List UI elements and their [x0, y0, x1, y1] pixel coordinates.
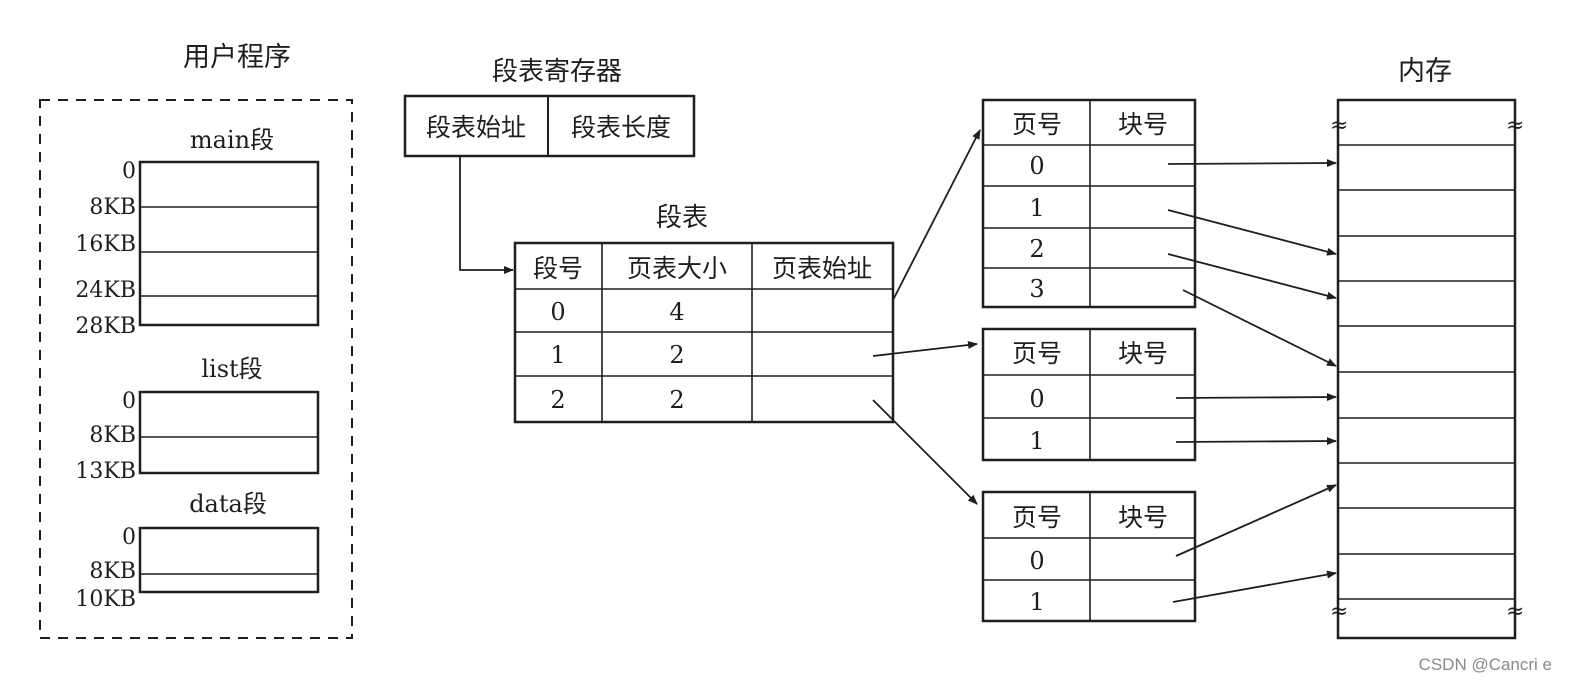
segment-table-header-seg: 段号	[533, 254, 583, 283]
page-table-header-block: 块号	[1118, 339, 1168, 368]
data-segment-name: data段	[189, 490, 267, 518]
segment-table-register-title: 段表寄存器	[492, 57, 622, 87]
data-segment-box	[138, 526, 320, 594]
segment-table-register-box	[403, 94, 696, 158]
segment-table-cell: 2	[550, 386, 565, 414]
segment-table-header-size: 页表大小	[627, 254, 727, 283]
segment-2-page-table-arrow	[872, 399, 978, 505]
memory-break-symbol: ≈	[1330, 599, 1348, 624]
memory-title: 内存	[1398, 56, 1452, 87]
main-offset-label: 0	[122, 159, 136, 184]
memory-break-symbol: ≈	[1506, 113, 1524, 138]
page-to-frame-arrow	[1167, 159, 1337, 168]
segment-table-cell: 1	[550, 341, 565, 369]
list-offset-label: 13KB	[75, 459, 136, 484]
page-to-frame-arrow	[1182, 289, 1337, 367]
page-to-frame-arrow	[1167, 209, 1337, 256]
main-offset-label: 28KB	[75, 314, 136, 339]
page-number: 0	[1029, 547, 1044, 575]
user-program-dashed-border	[39, 99, 353, 639]
main-segment-box	[138, 160, 320, 327]
segment-table-cell: 2	[669, 386, 684, 414]
page-number: 2	[1029, 235, 1044, 263]
page-table-header-block: 块号	[1118, 503, 1168, 532]
page-number: 3	[1029, 275, 1044, 303]
segment-table-title: 段表	[656, 203, 708, 233]
page-table-1-box	[981, 98, 1197, 309]
list-segment-name: list段	[201, 355, 262, 383]
page-to-frame-arrow	[1175, 393, 1337, 402]
page-to-frame-arrow	[1167, 253, 1337, 300]
data-offset-label: 0	[122, 525, 136, 550]
page-number: 1	[1029, 194, 1044, 222]
page-number: 1	[1029, 588, 1044, 616]
page-number: 0	[1029, 385, 1044, 413]
main-offset-label: 16KB	[75, 232, 136, 257]
page-table-header-page: 页号	[1012, 503, 1062, 532]
memory-panel: 内存 ≈ ≈ ≈ ≈	[1330, 56, 1524, 640]
segment-table-header-base: 页表始址	[772, 254, 872, 283]
memory-box	[1336, 98, 1517, 640]
memory-frame-lines	[1338, 144, 1515, 600]
memory-break-symbol: ≈	[1330, 113, 1348, 138]
list-offset-label: 0	[122, 389, 136, 414]
segment-table-cell: 4	[669, 298, 684, 326]
page-table-1: 页号 块号 0 1 2 3	[981, 98, 1197, 309]
main-offset-label: 24KB	[75, 278, 136, 303]
page-number: 0	[1029, 152, 1044, 180]
user-program-panel: 用户程序 main段 0 8KB 16KB 24KB 28KB list段 0 …	[39, 42, 353, 639]
list-segment: list段 0 8KB 13KB	[75, 355, 320, 484]
data-offset-label: 8KB	[89, 559, 136, 584]
memory-break-symbol: ≈	[1506, 599, 1524, 624]
register-field-base: 段表始址	[426, 113, 526, 142]
page-table-header-block: 块号	[1118, 110, 1168, 139]
page-table-2-box	[981, 327, 1197, 462]
data-offset-label: 10KB	[75, 587, 136, 612]
data-segment: data段 0 8KB 10KB	[75, 490, 320, 612]
page-table-3-box	[981, 490, 1197, 623]
register-to-segment-table-arrow	[459, 156, 514, 274]
user-program-title: 用户程序	[183, 42, 291, 73]
list-offset-label: 8KB	[89, 423, 136, 448]
page-table-2: 页号 块号 0 1	[981, 327, 1197, 462]
main-offset-label: 8KB	[89, 195, 136, 220]
segment-table: 段表 段号 页表大小 页表始址 0 4 1 2 2 2	[513, 203, 895, 424]
page-to-frame-arrow	[1175, 484, 1337, 557]
list-segment-box	[138, 390, 320, 475]
page-table-header-page: 页号	[1012, 110, 1062, 139]
page-table-3: 页号 块号 0 1	[981, 490, 1197, 623]
register-field-length: 段表长度	[571, 113, 671, 142]
main-segment-name: main段	[190, 126, 274, 154]
segment-table-register: 段表寄存器 段表始址 段表长度	[403, 57, 696, 158]
page-to-frame-arrow	[1172, 570, 1337, 603]
page-table-header-page: 页号	[1012, 339, 1062, 368]
segment-table-cell: 2	[669, 341, 684, 369]
main-segment: main段 0 8KB 16KB 24KB 28KB	[75, 126, 320, 339]
page-number: 1	[1029, 427, 1044, 455]
page-to-frame-arrow	[1175, 437, 1337, 446]
segment-1-page-table-arrow	[872, 341, 978, 357]
watermark: CSDN @Cancri e	[1419, 655, 1552, 674]
segment-table-cell: 0	[550, 298, 565, 326]
segment-0-page-table-arrow	[892, 129, 981, 301]
